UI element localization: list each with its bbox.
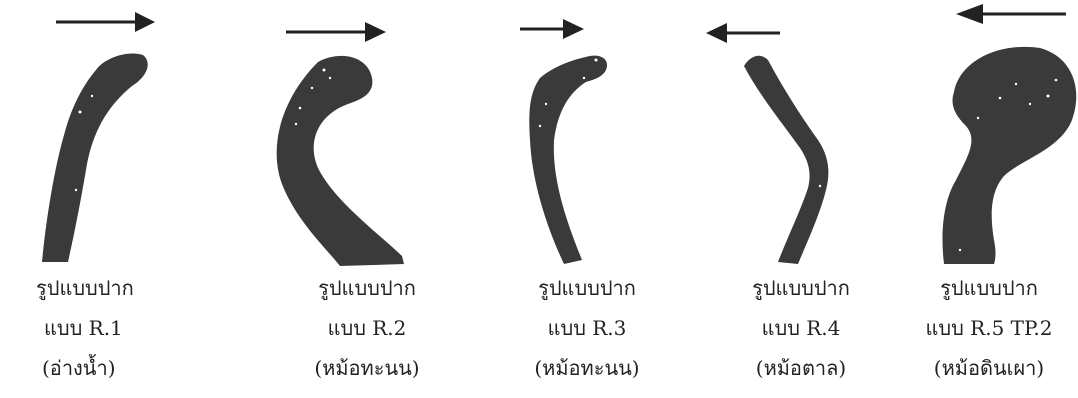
figure-caption-r1: รูปแบบปาก แบบ R.1 (อ่างน้ำ) bbox=[36, 268, 206, 388]
caption-line-2: แบบ R.4 bbox=[716, 308, 886, 348]
direction-arrow-r5 bbox=[956, 4, 1066, 24]
caption-line-2: แบบ R.5 TP.2 bbox=[904, 308, 1074, 348]
direction-arrow-r3 bbox=[520, 19, 584, 39]
caption-line-3: (อ่างน้ำ) bbox=[42, 348, 206, 388]
caption-line-1: รูปแบบปาก bbox=[502, 268, 672, 308]
rim-profile-r3 bbox=[529, 56, 607, 264]
caption-line-1: รูปแบบปาก bbox=[282, 268, 452, 308]
figure-caption-r2: รูปแบบปาก แบบ R.2 (หม้อทะนน) bbox=[282, 268, 452, 388]
caption-line-2: แบบ R.1 bbox=[44, 308, 206, 348]
direction-arrow-r4 bbox=[706, 23, 780, 43]
caption-line-3: (หม้อทะนน) bbox=[502, 348, 672, 388]
caption-line-3: (หม้อดินเผา) bbox=[904, 348, 1074, 388]
rim-profile-r4 bbox=[744, 56, 828, 264]
figure-caption-r4: รูปแบบปาก แบบ R.4 (หม้อตาล) bbox=[716, 268, 886, 388]
figure-caption-r3: รูปแบบปาก แบบ R.3 (หม้อทะนน) bbox=[502, 268, 672, 388]
figure-caption-r5: รูปแบบปาก แบบ R.5 TP.2 (หม้อดินเผา) bbox=[904, 268, 1074, 388]
caption-line-3: (หม้อทะนน) bbox=[282, 348, 452, 388]
caption-line-1: รูปแบบปาก bbox=[904, 268, 1074, 308]
caption-line-2: แบบ R.3 bbox=[502, 308, 672, 348]
caption-line-2: แบบ R.2 bbox=[282, 308, 452, 348]
caption-line-3: (หม้อตาล) bbox=[716, 348, 886, 388]
direction-arrow-r1 bbox=[56, 12, 155, 32]
rim-profile-r1 bbox=[42, 53, 148, 262]
caption-line-1: รูปแบบปาก bbox=[36, 268, 206, 308]
direction-arrow-r2 bbox=[286, 22, 386, 42]
caption-line-1: รูปแบบปาก bbox=[716, 268, 886, 308]
rim-profile-r2 bbox=[277, 56, 404, 266]
